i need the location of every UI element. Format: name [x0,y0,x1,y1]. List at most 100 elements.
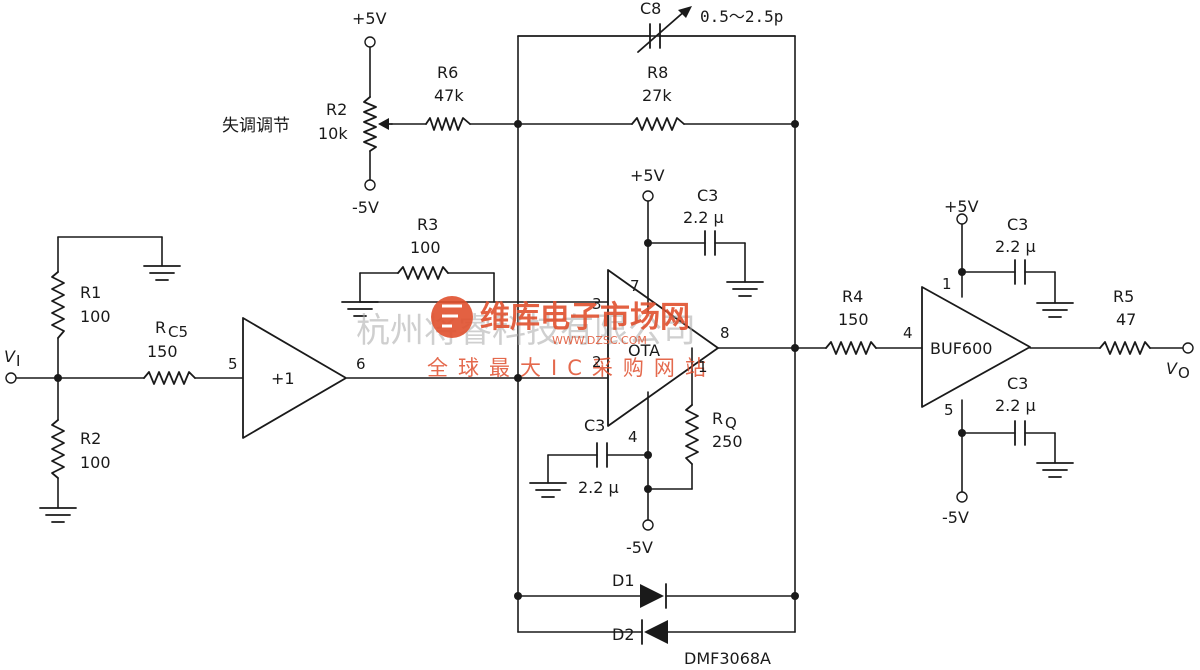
watermark-url: WWW.DZSC.COM [552,334,647,347]
label-r8-value: 27k [642,86,672,105]
watermark-brand: 维库电子市场网 [480,300,690,335]
ground-buf600-top [1036,302,1074,318]
terminal-vo [1182,342,1194,354]
label-d2: D2 [612,625,635,644]
label-buf600-c3a-value: 2.2 μ [995,237,1036,256]
capacitor-c3-buf600-top [1014,259,1026,285]
ground-r2-bottom [39,507,77,523]
label-buffer-gain: +1 [271,369,295,388]
resistor-r8 [631,117,685,131]
label-vi-sub: I [16,352,20,370]
label-ota-vplus: +5V [630,166,665,185]
buffer-plus1 [242,317,347,439]
watermark: 杭州将睿科技有限公司 维库电子市场网 WWW.DZSC.COM 全球最大IC采购… [356,296,716,380]
label-r1-name: R1 [80,283,101,302]
ground-ota-top [726,281,764,297]
label-r2-vplus: +5V [352,9,387,28]
label-buf600-pin1: 1 [942,275,952,293]
capacitor-c8 [517,6,796,53]
label-ota-pin2: 2 [592,353,602,371]
terminal-ota-vplus [642,190,654,202]
label-ota: OTA [628,341,660,360]
label-buf600-pin4: 4 [903,324,913,342]
ground-buf600-bottom [1036,462,1074,478]
ota-amplifier [607,269,719,427]
label-ota-pin1: 1 [698,358,708,376]
capacitor-c3-buf600-bottom [1014,420,1026,446]
label-rc5: R [155,318,166,337]
label-diode-part: DMF3068A [684,649,771,668]
label-rc5-sub: C5 [168,323,188,341]
capacitor-c3-ota-top [704,230,716,256]
resistor-r3 [397,266,449,280]
label-ota-c3b-value: 2.2 μ [578,478,619,497]
label-r3-value: 100 [410,238,441,257]
label-buf600-c3b-value: 2.2 μ [995,396,1036,415]
label-buffer-pin5: 5 [228,355,238,373]
terminal-ota-vminus [642,519,654,531]
label-r2b-value: 100 [80,453,111,472]
label-ota-pin8: 8 [720,324,730,342]
label-rq: R [712,409,723,428]
label-r6-value: 47k [434,86,464,105]
terminal-buf600-vplus [956,213,968,225]
terminal-vi [5,372,17,384]
label-vi: V [4,347,16,366]
label-buf600: BUF600 [930,339,992,358]
label-r4-name: R4 [842,287,863,306]
resistor-r2-bottom [51,419,65,479]
label-ota-pin3: 3 [592,295,602,313]
terminal-buf600-vminus [956,491,968,503]
label-ota-c3-name: C3 [697,186,718,205]
label-rq-value: 250 [712,432,743,451]
label-buf600-c3b-name: C3 [1007,374,1028,393]
ground-ota-bottom [529,482,567,498]
label-buffer-pin6: 6 [356,355,366,373]
label-r3-name: R3 [417,215,438,234]
label-rq-sub: Q [725,414,737,432]
label-offset-trim: 失调调节 [222,116,290,136]
watermark-sub: 全球最大IC采购网站 [427,356,716,380]
label-buf600-c3a-name: C3 [1007,215,1028,234]
label-r2-vminus: -5V [352,198,379,217]
label-r4-value: 150 [838,310,869,329]
label-buf600-vminus: -5V [942,508,969,527]
label-rc5-value: 150 [147,342,178,361]
ground-r1-top [143,265,181,281]
label-buf600-vplus: +5V [944,197,979,216]
label-ota-pin4: 4 [628,428,638,446]
potentiometer-r2 [363,96,393,152]
label-r6-name: R6 [437,63,458,82]
label-r8-name: R8 [647,63,668,82]
terminal-r2-vminus [364,179,376,191]
label-r2-name: R2 [326,100,347,119]
terminals [5,36,1194,531]
capacitor-c3-ota-bottom [596,442,608,468]
label-ota-c3b-name: C3 [584,416,605,435]
diode-d1 [640,583,667,609]
label-r2b-name: R2 [80,429,101,448]
resistor-r4 [825,341,877,355]
terminal-r2-vplus [364,36,376,48]
label-d1: D1 [612,571,635,590]
label-vo: V [1166,359,1178,378]
watermark-logo [431,296,473,338]
label-vo-sub: O [1178,364,1190,382]
ground-r3 [341,301,379,317]
diode-d2 [641,619,668,645]
buffer-buf600 [921,286,1031,408]
label-ota-c3-value: 2.2 μ [683,208,724,227]
resistor-rc5 [143,371,196,385]
label-c8-name: C8 [640,0,661,18]
resistor-r1 [51,271,65,339]
label-r1-value: 100 [80,307,111,326]
labels: +5V -5V R2 10k 失调调节 R6 47k C8 0.5～2.5p R… [4,0,1190,668]
resistor-rq [685,404,699,465]
label-buf600-pin5: 5 [944,401,954,419]
resistor-r5 [1099,341,1151,355]
resistor-r6 [425,117,471,131]
label-r5-value: 47 [1116,310,1136,329]
junction-dots [54,120,966,600]
